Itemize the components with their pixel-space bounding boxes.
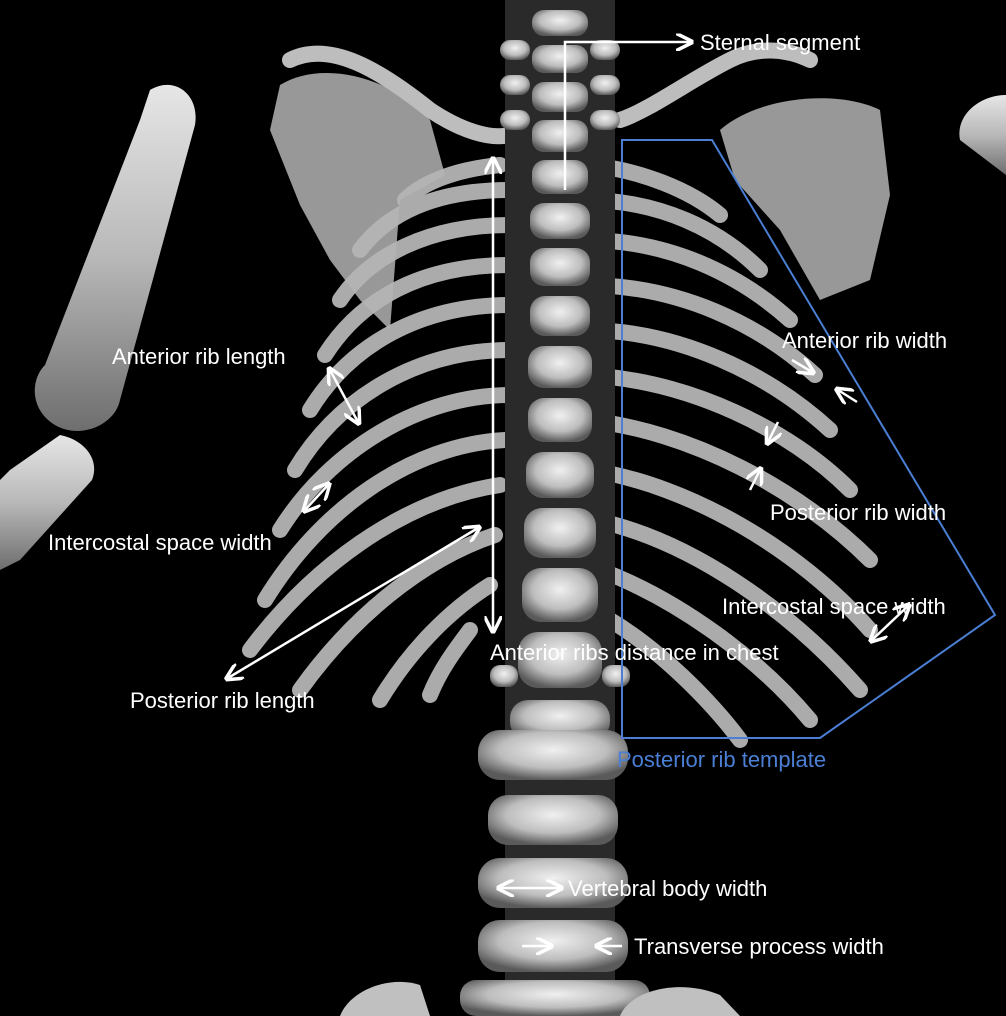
label-anterior-rib-length: Anterior rib length [112, 344, 286, 369]
label-intercostal-space-width-left: Intercostal space width [48, 530, 272, 555]
label-sternal-segment: Sternal segment [700, 30, 860, 55]
label-intercostal-space-width-right: Intercostal space width [722, 594, 946, 619]
label-posterior-rib-width: Posterior rib width [770, 500, 946, 525]
label-vertebral-body-width: Vertebral body width [568, 876, 767, 901]
label-anterior-ribs-distance: Anterior ribs distance in chest [490, 640, 779, 665]
label-posterior-rib-template: Posterior rib template [617, 747, 826, 772]
label-transverse-process-width: Transverse process width [634, 934, 884, 959]
label-posterior-rib-length: Posterior rib length [130, 688, 315, 713]
label-anterior-rib-width: Anterior rib width [782, 328, 947, 353]
